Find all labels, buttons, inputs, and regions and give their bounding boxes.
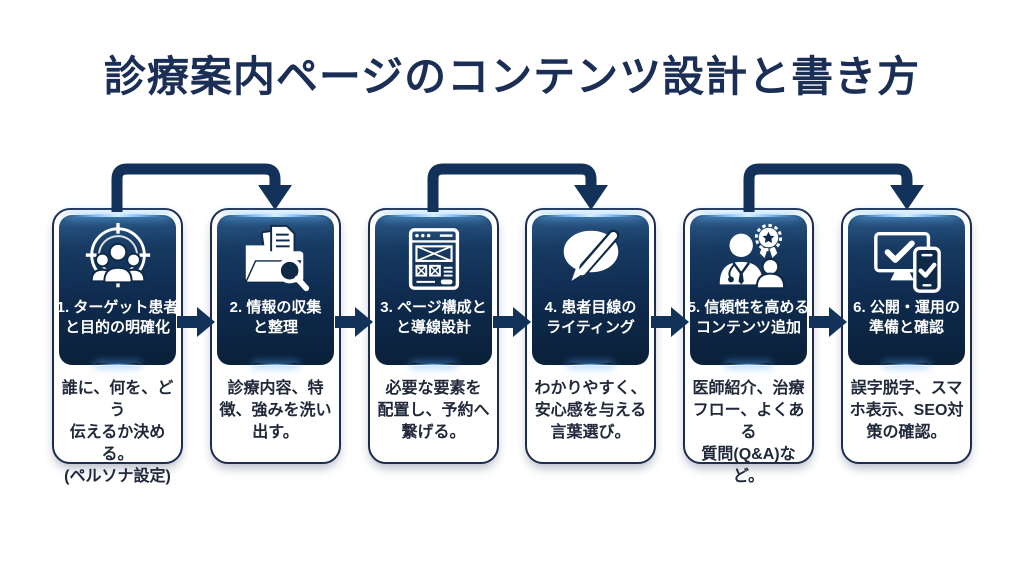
step-description: わかりやすく、 安心感を与える 言葉選び。 [534, 380, 647, 442]
step-card-2: 2. 情報の収集 と整理 診療内容、特 徴、強みを洗い 出す。 [210, 208, 341, 464]
step-title: 3. ページ構成と と導線設計 [380, 299, 487, 336]
writing-speech-icon [563, 229, 619, 281]
step-title: 1. ターゲット患者 と目的の明確化 [56, 299, 179, 336]
step-card-3: 3. ページ構成と と導線設計 必要な要素を 配置し、予約へ 繋げる。 [368, 208, 499, 464]
glow-streak [412, 363, 455, 366]
glow-streak [856, 214, 957, 217]
doctor-award-icon [719, 223, 785, 290]
glow-streak [96, 363, 139, 366]
step-description: 必要な要素を 配置し、予約へ 繋げる。 [377, 380, 490, 442]
step-title: 5. 信頼性を高める コンテンツ追加 [687, 299, 810, 336]
bracket-arrow-icon [427, 163, 608, 212]
arrow-right-icon [493, 307, 531, 337]
step-description: 医師紹介、治療 フロー、よくある 質問(Q&A)など。 [692, 380, 805, 486]
step-card-4: 4. 患者目線の ライティング わかりやすく、 安心感を与える 言葉選び。 [525, 208, 656, 464]
glow-streak [67, 214, 168, 217]
page-title: 診療案内ページのコンテンツ設計と書き方 [103, 53, 921, 100]
step-description: 誰に、何を、どう 伝えるか決める。 (ペルソナ設定) [61, 380, 174, 486]
step-card-5: 5. 信頼性を高める コンテンツ追加 医師紹介、治療 フロー、よくある 質問(Q… [683, 208, 814, 485]
glow-streak [254, 363, 297, 366]
arrow-right-icon [335, 307, 373, 337]
step-title: 4. 患者目線の ライティング [544, 299, 637, 336]
step-panel: 1. ターゲット患者 と目的の明確化 [57, 214, 178, 366]
step-title: 6. 公開・運用の 準備と確認 [853, 299, 960, 336]
step-panel: 4. 患者目線の ライティング [532, 214, 649, 366]
target-audience-icon [85, 222, 150, 288]
glow-streak [698, 214, 799, 217]
step-card-6: 6. 公開・運用の 準備と確認 誤字脱字、スマ ホ表示、SEO対 策の確認。 [841, 208, 972, 464]
glow-streak [885, 363, 928, 366]
arrow-right-icon [651, 307, 689, 337]
glow-streak [569, 363, 612, 366]
devices-check-icon [873, 231, 941, 293]
step-panel: 2. 情報の収集 と整理 [217, 214, 334, 366]
step-panel: 3. ページ構成と と導線設計 [375, 214, 492, 366]
step-description: 診療内容、特 徴、強みを洗い 出す。 [219, 380, 332, 442]
step-panel: 5. 信頼性を高める コンテンツ追加 [688, 214, 809, 366]
step-description: 誤字脱字、スマ ホ表示、SEO対 策の確認。 [849, 380, 964, 442]
step-card-1: 1. ターゲット患者 と目的の明確化 誰に、何を、どう 伝えるか決める。 (ペル… [52, 208, 183, 485]
glow-streak [727, 363, 770, 366]
arrow-right-icon [177, 307, 215, 337]
glow-streak [540, 214, 641, 217]
bracket-arrow-icon [111, 163, 292, 212]
page-wireframe-icon [408, 228, 459, 290]
step-title: 2. 情報の収集 と整理 [229, 299, 322, 336]
bracket-arrow-icon [743, 163, 924, 212]
step-panel: 6. 公開・運用の 準備と確認 [848, 214, 965, 366]
folder-search-icon [244, 224, 309, 292]
glow-streak [225, 214, 326, 217]
arrow-right-icon [809, 307, 847, 337]
glow-streak [383, 214, 484, 217]
